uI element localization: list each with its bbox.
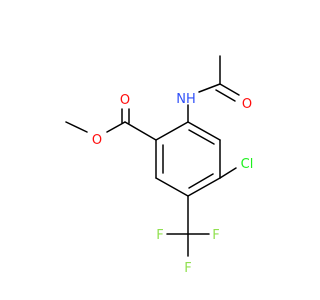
ring-bond-c4-c5-inner [188, 173, 214, 189]
bond-carbonyl-o-single [106, 121, 126, 133]
molecule-structure-diagram: O O NH O Cl F F F [65, 55, 253, 276]
ring-bond-c2-c3-inner [188, 129, 215, 145]
bond-ring-carbonyl [124, 121, 157, 141]
atom-label-fluorine-left: F [156, 228, 163, 243]
bond-amide-c-o-b [215, 89, 236, 102]
ring-bond-c4-c5 [187, 177, 221, 197]
bond-nh-carbonyl [198, 83, 221, 93]
bond-o-methyl [65, 121, 88, 133]
ring-bond-c2-c3 [187, 121, 221, 141]
atom-label-fluorine-right: F [212, 228, 219, 243]
atom-label-amide-o: O [242, 97, 252, 112]
atom-label-ester-o-double: O [120, 93, 130, 108]
atom-label-amide-nh: NH [176, 92, 196, 107]
bonds [65, 55, 240, 257]
bond-amide-c-o-a [219, 83, 240, 96]
ring-bond-c1-c2 [155, 121, 189, 141]
atom-label-fluorine-top: F [184, 261, 191, 276]
ring-bond-c5-c6 [155, 177, 189, 197]
atom-labels: O O NH O Cl F F F [92, 92, 253, 276]
atom-label-chlorine: Cl [241, 157, 254, 172]
atom-label-ester-o-single: O [92, 133, 102, 148]
bond-ring-cl [219, 167, 237, 179]
